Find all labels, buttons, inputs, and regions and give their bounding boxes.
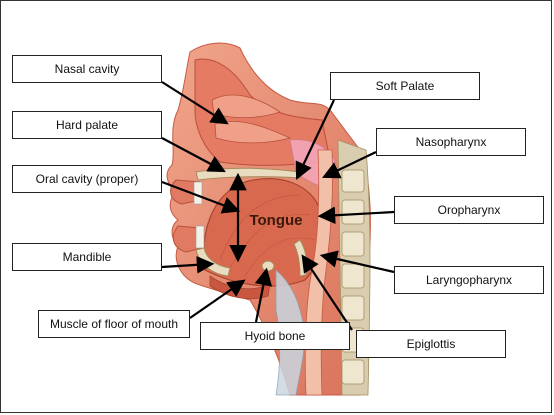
arrow-oral-cavity: [161, 180, 241, 214]
label-muscle-floor: Muscle of floor of mouth: [38, 310, 190, 338]
arrow-mandible: [161, 256, 215, 274]
label-mandible: Mandible: [12, 243, 162, 271]
label-nasal-cavity: Nasal cavity: [12, 55, 162, 83]
arrow-laryngopharynx: [319, 250, 395, 274]
leader-arrows: [161, 81, 395, 331]
arrow-oropharynx: [317, 206, 395, 225]
arrow-nasopharynx: [322, 151, 377, 179]
label-oral-cavity: Oral cavity (proper): [12, 165, 162, 193]
label-epiglottis: Epiglottis: [356, 330, 506, 358]
label-laryngopharynx: Laryngopharynx: [394, 266, 544, 294]
label-oropharynx: Oropharynx: [394, 196, 544, 224]
arrow-hard-palate: [161, 137, 226, 173]
arrow-epiglottis: [301, 254, 353, 331]
label-soft-palate: Soft Palate: [330, 72, 480, 100]
arrow-nasal-cavity: [161, 81, 229, 125]
upper-tooth: [193, 181, 203, 205]
label-hard-palate: Hard palate: [12, 111, 162, 139]
arrow-hyoid: [254, 267, 273, 323]
tongue-label: Tongue: [249, 212, 303, 229]
arrow-soft-palate: [295, 99, 335, 180]
lower-tooth: [195, 225, 205, 249]
label-nasopharynx: Nasopharynx: [376, 128, 526, 156]
label-hyoid-bone: Hyoid bone: [200, 322, 350, 350]
hyoid-bone-shape: [261, 260, 275, 272]
arrow-muscle-floor: [189, 279, 246, 319]
